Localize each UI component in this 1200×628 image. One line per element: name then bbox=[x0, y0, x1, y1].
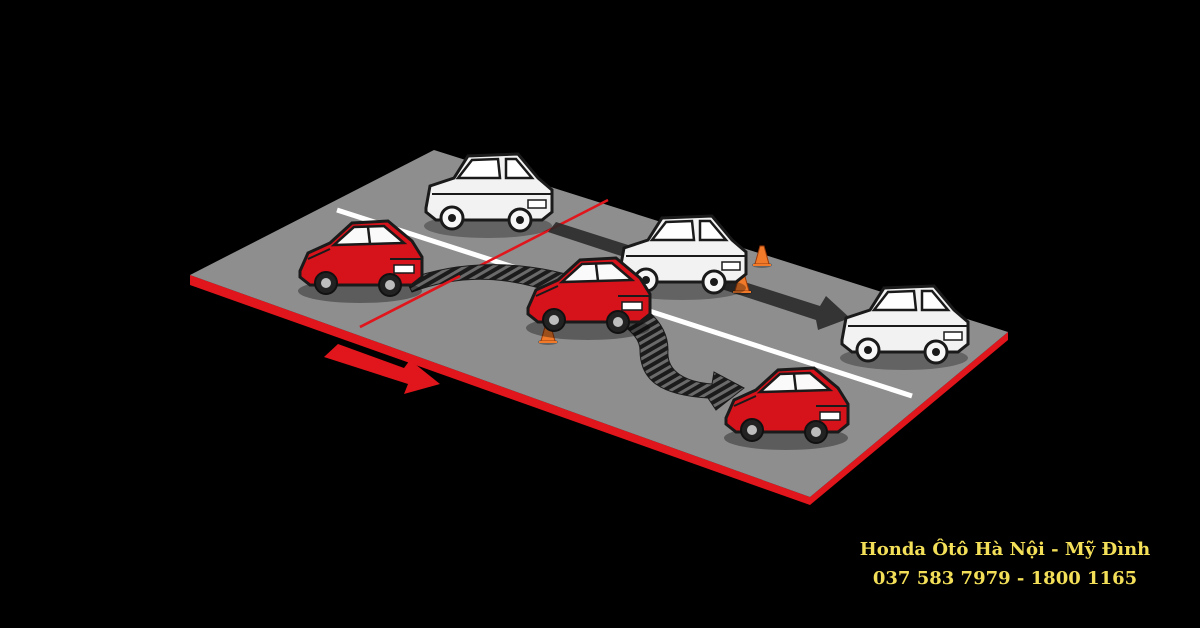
dealer-phone: 037 583 7979 - 1800 1165 bbox=[872, 568, 1138, 589]
dealer-caption: Honda Ôtô Hà Nội - Mỹ Đình 037 583 7979 … bbox=[840, 535, 1170, 593]
direction-arrow-icon bbox=[324, 344, 440, 394]
section-line-2 bbox=[359, 274, 461, 329]
dealer-name: Honda Ôtô Hà Nội - Mỹ Đình bbox=[859, 539, 1151, 560]
